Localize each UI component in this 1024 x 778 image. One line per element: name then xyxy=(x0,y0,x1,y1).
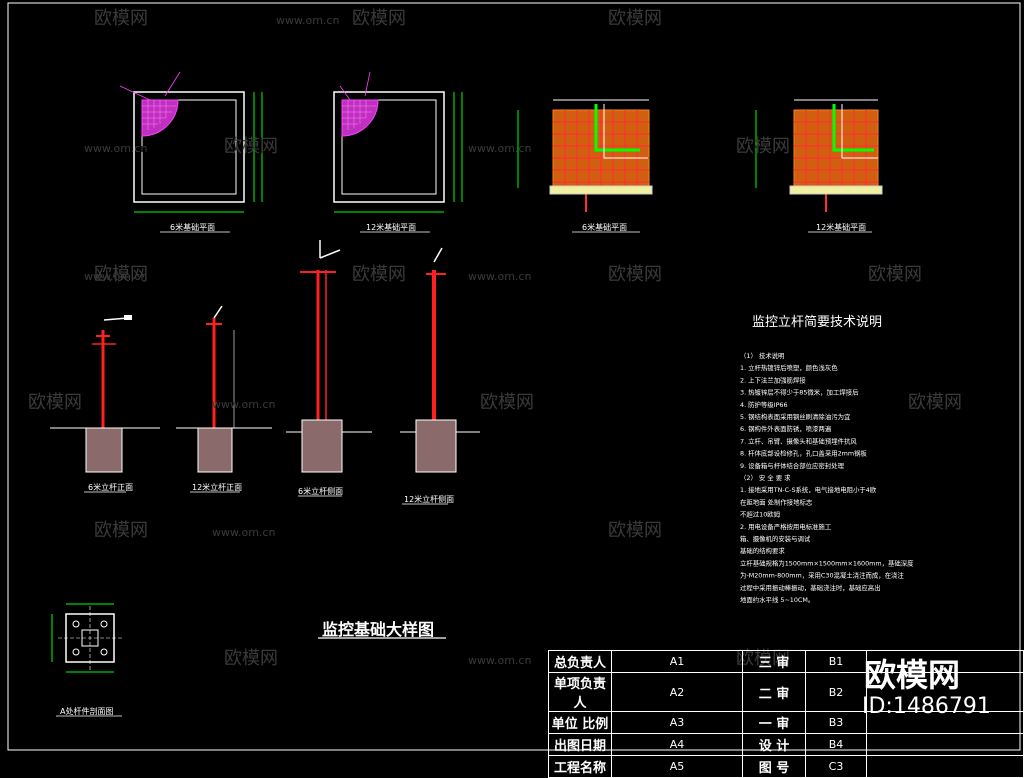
note-line: 立杆基础规格为1500mm×1500mm×1600mm，基础深度 xyxy=(740,558,914,567)
pole-elevation-6m-side xyxy=(286,240,372,497)
label-elev-6m-side: 6米立杆侧面 xyxy=(298,486,343,496)
note-line: 6. 钢构件外表面防锈，喷漆两遍 xyxy=(740,424,832,433)
note-line: 箱、摄像机的安装与调试 xyxy=(740,534,811,543)
watermark-brand: 欧模网 xyxy=(908,392,962,413)
title-block-blank xyxy=(866,755,1024,778)
watermark-brand: 欧模网 xyxy=(352,8,406,29)
notes-title: 监控立杆简要技术说明 xyxy=(752,315,883,330)
note-line: 过程中采用振动棒振动，基础浇注时，基础应高出 xyxy=(740,583,881,592)
title-block-cell: B2 xyxy=(805,672,867,712)
title-block-cell: 单位 比例 xyxy=(548,711,612,734)
label-elev-6m-front: 6米立杆正面 xyxy=(88,482,133,492)
title-block-cell: 出图日期 xyxy=(548,733,612,756)
label-elev-12m-side: 12米立杆侧面 xyxy=(404,494,454,504)
title-block-cell: 二 审 xyxy=(742,672,806,712)
label-rebar-12m: 12米基础平面 xyxy=(816,222,866,232)
watermark-brand: 欧模网 xyxy=(94,520,148,541)
note-line: 4. 防护等级IP66 xyxy=(740,400,788,409)
note-line: 地面约水平线 5~10CM。 xyxy=(740,595,814,604)
watermark-url: www.om.cn xyxy=(468,142,531,155)
watermark-brand: 欧模网 xyxy=(608,8,662,29)
watermark-brand: 欧模网 xyxy=(736,136,790,157)
title-block-blank xyxy=(866,733,1024,756)
note-line: 在距地面 处制作接地标志 xyxy=(740,497,813,506)
watermark-brand: 欧模网 xyxy=(224,648,278,669)
label-plan-6m: 6米基础平面 xyxy=(170,222,215,232)
note-line: 3. 热镀锌层不得少于85微米，加工焊接后 xyxy=(740,388,859,397)
note-line: 2. 用电设备严格按用电标准施工 xyxy=(740,522,832,531)
title-block-cell: 三 审 xyxy=(742,650,806,673)
watermark-brand: 欧模网 xyxy=(28,392,82,413)
note-line: （2） 安 全 要 求 xyxy=(740,473,791,482)
title-block-cell: B3 xyxy=(805,711,867,734)
rebar-section-6m xyxy=(517,99,653,233)
title-block-cell: A5 xyxy=(611,755,743,778)
title-block-cell: 一 审 xyxy=(742,711,806,734)
watermark-url: www.om.cn xyxy=(84,142,147,155)
watermark-brand: 欧模网 xyxy=(868,264,922,285)
note-line: 7. 立杆、吊臂、摄像头和基础预埋件抗风 xyxy=(740,436,857,445)
watermark-url: www.om.cn xyxy=(468,654,531,667)
note-line: 不超过10欧姆 xyxy=(740,510,781,519)
note-line: 9. 设备箱与杆体结合部位应密封处理 xyxy=(740,461,845,470)
title-block-cell: B1 xyxy=(805,650,867,673)
watermark-layer: 欧模网欧模网欧模网欧模网欧模网欧模网欧模网欧模网欧模网欧模网欧模网欧模网欧模网欧… xyxy=(28,8,962,669)
watermark-brand: 欧模网 xyxy=(608,520,662,541)
note-line: 5. 钢结构表面采用钢丝刷清除油污为宜 xyxy=(740,412,851,421)
pole-elevation-6m-front xyxy=(50,315,160,493)
label-plan-12m: 12米基础平面 xyxy=(366,222,416,232)
pole-elevation-12m-side xyxy=(400,247,480,505)
note-line: 1. 接地采用TN-C-S系统，电气接地电阻小于4欧 xyxy=(740,485,877,494)
title-block-cell: A1 xyxy=(611,650,743,673)
brand-logo: 欧模网 xyxy=(864,656,961,694)
label-elev-12m-front: 12米立杆正面 xyxy=(192,482,242,492)
title-block-cell: A4 xyxy=(611,733,743,756)
watermark-brand: 欧模网 xyxy=(224,136,278,157)
title-block-cell: 设 计 xyxy=(742,733,806,756)
watermark-brand: 欧模网 xyxy=(480,392,534,413)
watermark-brand: 欧模网 xyxy=(94,264,148,285)
watermark-brand: 欧模网 xyxy=(94,8,148,29)
title-block-cell: 单项负责人 xyxy=(548,672,612,712)
note-line: 2. 上下法兰加强筋焊接 xyxy=(740,375,806,384)
title-block-blank xyxy=(866,672,1024,712)
watermark-brand: 欧模网 xyxy=(352,264,406,285)
flange-plate-detail xyxy=(51,603,122,717)
pole-elevation-12m-front xyxy=(176,305,272,493)
title-block-cell: A2 xyxy=(611,672,743,712)
drawing-frame xyxy=(7,2,1021,751)
title-block-cell: C3 xyxy=(805,755,867,778)
title-block-cell: 图 号 xyxy=(742,755,806,778)
note-line: （1） 技术说明 xyxy=(740,351,784,360)
note-line: 基础的结构要求 xyxy=(740,546,785,555)
watermark-url: www.om.cn xyxy=(212,398,275,411)
cad-drawing-canvas: 6米基础平面 12米基础平面 6米基础平面 12米基础平面 6米立杆正面 12米… xyxy=(7,2,1021,751)
watermark-url: www.om.cn xyxy=(84,270,147,283)
label-flange: A处杆件剖面图 xyxy=(60,706,113,716)
watermark-url: www.om.cn xyxy=(212,526,275,539)
label-rebar-6m: 6米基础平面 xyxy=(582,222,627,232)
drawing-title: 监控基础大样图 xyxy=(322,620,435,639)
note-line: 为-M20mm-800mm，采用C30混凝土浇注而成，在浇注 xyxy=(740,571,904,580)
note-line: 8. 杆体底部设检修孔，孔口盖采用2mm钢板 xyxy=(740,449,868,458)
rebar-section-12m xyxy=(755,99,883,233)
technical-notes: （1） 技术说明 1. 立杆热镀锌后喷塑，颜色浅灰色 2. 上下法兰加强筋焊接 3. … xyxy=(740,351,914,604)
watermark-brand: 欧模网 xyxy=(608,264,662,285)
title-block-cell: B4 xyxy=(805,733,867,756)
plan-12m xyxy=(333,71,463,233)
watermark-url: www.om.cn xyxy=(276,14,339,27)
plan-6m xyxy=(119,71,263,233)
title-block-cell: A3 xyxy=(611,711,743,734)
watermark-url: www.om.cn xyxy=(468,270,531,283)
model-id: ID:1486791 xyxy=(862,694,991,719)
title-block-cell: 总负责人 xyxy=(548,650,612,673)
title-block-cell: 工程名称 xyxy=(548,755,612,778)
note-line: 1. 立杆热镀锌后喷塑，颜色浅灰色 xyxy=(740,363,838,372)
